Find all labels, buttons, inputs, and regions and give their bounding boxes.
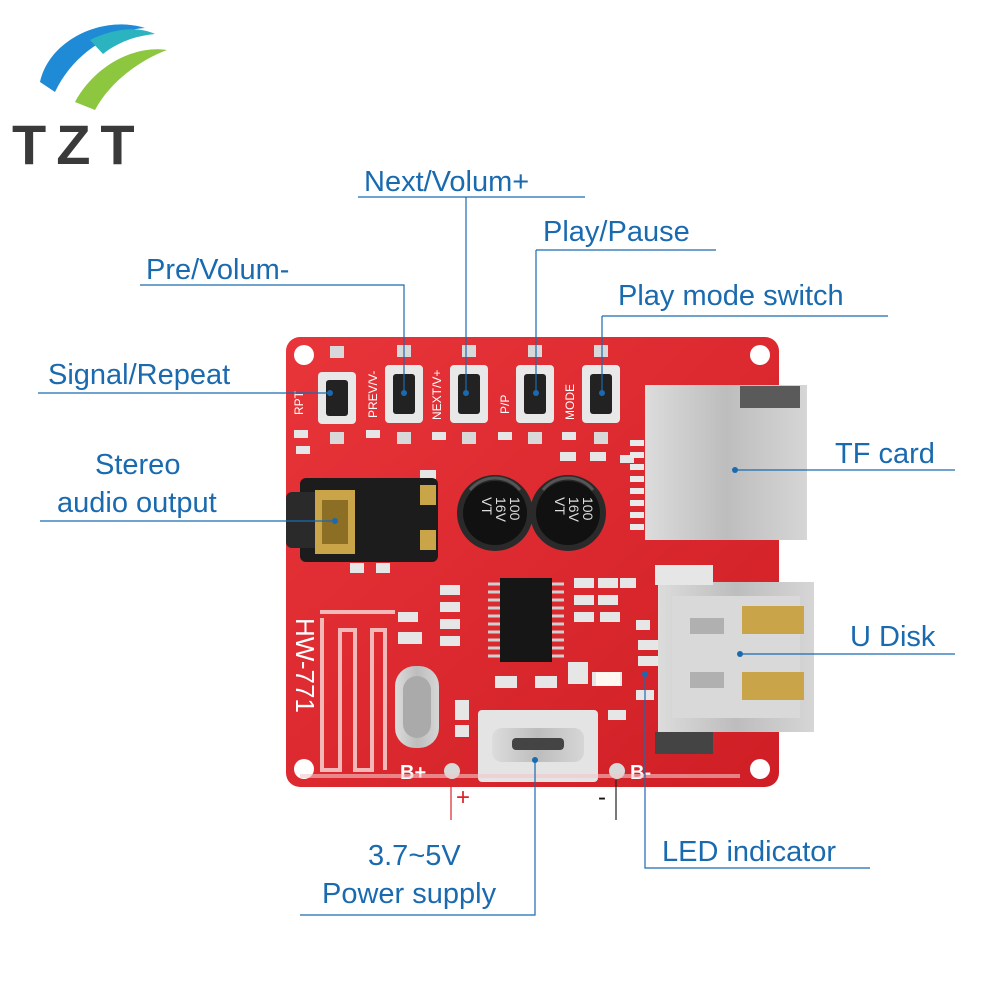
mounting-hole [294,345,314,365]
crystal-oscillator [395,666,439,748]
leader-pre [140,284,405,393]
svg-text:100 16V VT: 100 16V VT [479,497,523,526]
callout-dots [327,390,743,763]
silk-pp: P/P [498,395,512,414]
mounting-hole [750,345,770,365]
tact-button-rpt [318,346,356,444]
leader-led [644,674,870,869]
label-play-mode-switch: Play mode switch [618,280,844,312]
logo-swoosh-blue [40,24,145,92]
antenna-trace [320,618,387,772]
callout-lines [38,196,955,916]
audio-jack [286,478,438,562]
decoder-ic [488,578,564,662]
label-pre-volume: Pre/Volum- [146,254,290,286]
silk-b-plus: B+ [400,762,426,784]
svg-text:100 16V VT: 100 16V VT [552,497,596,526]
leader-power [300,760,536,916]
label-tf-card: TF card [835,438,935,470]
silk-mode: MODE [563,384,577,420]
silk-rpt: RPT [292,390,306,415]
silk-b-minus: B- [630,762,651,784]
label-signal-repeat: Signal/Repeat [48,359,231,391]
label-stereo-line1: Stereo [95,449,181,481]
silk-next: NEXT/V+ [430,370,444,420]
brand-name: TZT [12,113,145,176]
mounting-hole [750,759,770,779]
label-u-disk: U Disk [850,621,936,653]
micro-usb-port [478,710,598,782]
silk-prev: PREV/V- [366,371,380,418]
label-next-volume: Next/Volum+ [364,166,530,198]
brand-logo [40,24,167,110]
usb-a-port [655,565,814,754]
label-power-supply: Power supply [322,878,497,910]
label-plus: + [456,784,471,811]
logo-swoosh-teal [90,29,155,54]
capacitor-right: 100 16V VT [530,475,606,551]
label-minus: - [598,784,606,811]
tact-button-play-pause [516,345,554,444]
capacitor-left: 100 16V VT [457,475,533,551]
logo-swoosh-green [75,49,167,110]
label-stereo-line2: audio output [57,487,217,519]
tf-card-slot [630,385,807,540]
label-led-indicator: LED indicator [662,836,837,868]
tact-button-next [450,345,488,444]
led [596,672,620,686]
label-play-pause: Play/Pause [543,216,690,248]
board-model: HW-771 [290,618,320,713]
label-voltage: 3.7~5V [368,840,461,872]
